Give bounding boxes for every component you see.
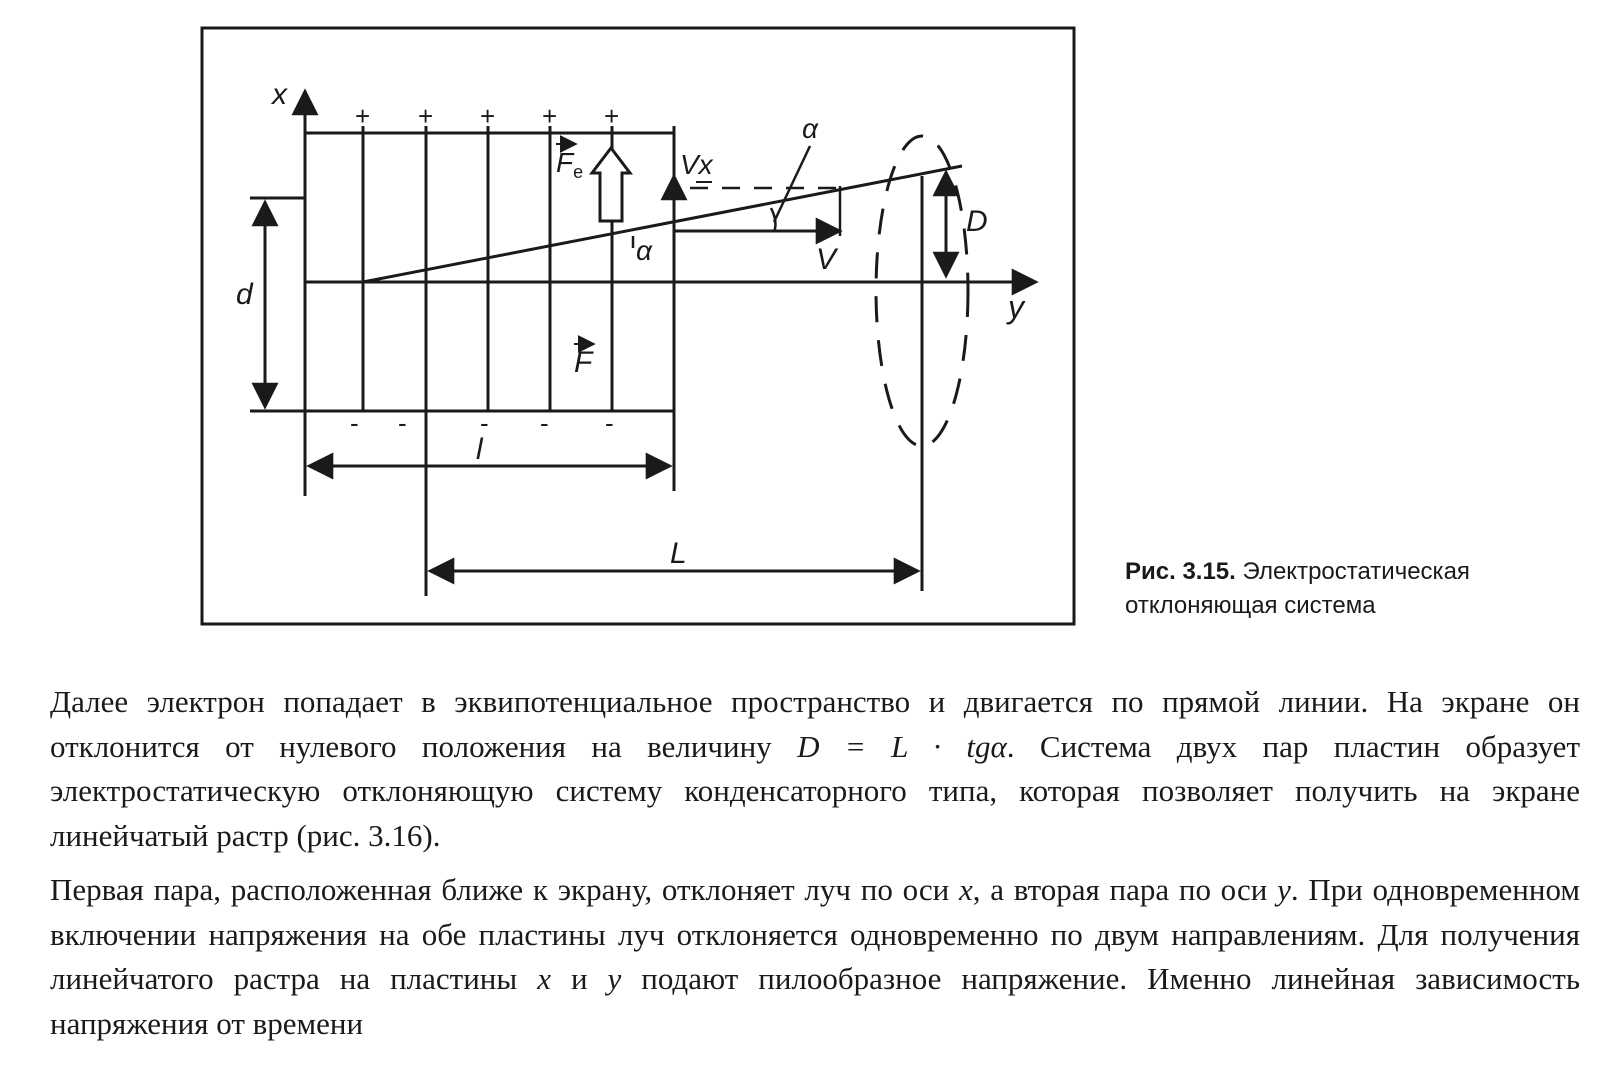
paragraph-text: и	[550, 961, 608, 996]
plus-sign: +	[418, 101, 433, 131]
vx-label: Vx	[680, 149, 714, 180]
plus-sign: +	[355, 101, 370, 131]
l-big-label: L	[670, 537, 687, 570]
caption-text: Электростатическая отклоняющая система	[1125, 558, 1470, 619]
paragraph: Далее электрон попадает в эквипотенциаль…	[50, 680, 1580, 858]
alpha-leader	[772, 145, 812, 223]
electron-trajectory	[362, 164, 963, 284]
paragraph-text: Первая пара, расположенная ближе к экран…	[50, 872, 959, 907]
alpha-label-top: α	[802, 113, 819, 144]
x-axis-label: x	[270, 78, 288, 111]
d-big-label: D	[966, 205, 988, 238]
formula: D = L · tgα	[797, 728, 1007, 764]
alpha-label-mid: α	[636, 235, 653, 266]
d-label: d	[236, 278, 254, 311]
variable: y	[607, 961, 622, 996]
minus-sign: -	[540, 408, 549, 438]
minus-sign: -	[398, 408, 407, 438]
variable: x	[958, 872, 973, 907]
y-axis-label: y	[1006, 289, 1026, 325]
figure-caption: Рис. 3.15. Электростатическая отклоняюща…	[1125, 555, 1595, 623]
variable: y	[1277, 872, 1291, 907]
minus-sign: -	[350, 408, 359, 438]
minus-sign: -	[480, 408, 489, 438]
paragraph-text: . При одновременном включении напряжения…	[50, 872, 1580, 996]
fe-label: Fe	[556, 147, 583, 182]
caption-label: Рис. 3.15.	[1125, 558, 1236, 585]
paragraph-text: . Система двух пар пластин образует элек…	[50, 728, 1580, 853]
v-label: V	[816, 243, 839, 276]
body-text: Далее электрон попадает в эквипотенциаль…	[50, 680, 1580, 1056]
paragraph-text: Далее электрон попадает в эквипотенциаль…	[50, 684, 1580, 764]
minus-sign: -	[605, 408, 614, 438]
plus-sign: +	[604, 101, 619, 131]
fe-force-arrow	[588, 145, 634, 223]
plus-sign: +	[542, 101, 557, 131]
plus-sign: +	[480, 101, 495, 131]
diagram-svg: x y + + + + + - - - - - d	[200, 26, 1076, 626]
paragraph: Первая пара, расположенная ближе к экран…	[50, 868, 1580, 1046]
figure-frame	[200, 26, 1076, 626]
paragraph-text: подают пилообразное напряжение. Именно л…	[50, 961, 1580, 1041]
variable: x	[537, 961, 551, 996]
deflection-system-diagram: x y + + + + + - - - - - d	[200, 26, 1076, 626]
l-label: l	[476, 433, 484, 466]
screen-ellipse	[874, 134, 970, 448]
paragraph-text: , а вторая пара по оси	[972, 872, 1278, 907]
f-label: F	[574, 346, 594, 379]
